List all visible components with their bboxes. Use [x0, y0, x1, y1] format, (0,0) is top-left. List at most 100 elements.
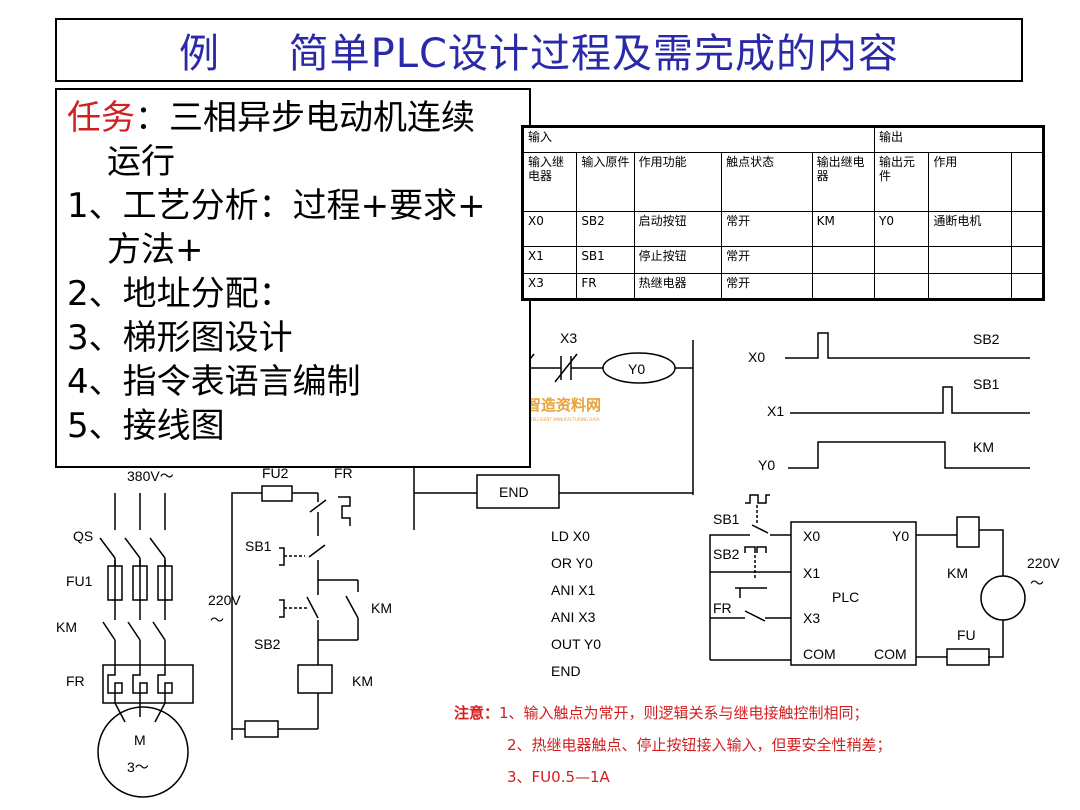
watermark-text: 智造资料网	[526, 396, 601, 414]
motor-label: M	[134, 732, 146, 748]
io-assignment-table: 输入 输出 输入继电器 输入原件 作用功能 触点状态 输出继电器 输出元件 作用…	[521, 125, 1045, 301]
instruction-line: ANI X3	[551, 609, 596, 625]
control-km-coil-label: KM	[352, 673, 373, 689]
note-2: 2、热继电器触点、停止按钮接入输入，但要安全性稍差；	[507, 736, 892, 754]
task-line: 任务：三相异步电动机连续	[67, 96, 519, 140]
end-box	[476, 474, 560, 509]
timing-km-label: KM	[973, 439, 994, 455]
table-cell: FR	[576, 272, 635, 301]
ladder-coil-label: Y0	[628, 361, 645, 377]
table-cell	[811, 272, 876, 301]
table-cell	[811, 246, 876, 274]
column-header: 输出元件	[873, 152, 930, 213]
column-header: 作用功能	[633, 152, 723, 213]
timing-sb2-label: SB2	[973, 331, 1000, 347]
timing-diagram	[785, 332, 1030, 469]
motor-sub-label: 3～	[127, 759, 149, 775]
table-cell: 常开	[721, 272, 813, 301]
table-cell	[1010, 211, 1045, 248]
km-coil	[297, 664, 333, 694]
plc-x1-label: X1	[803, 565, 820, 581]
output-header: 输出	[874, 125, 1044, 154]
wiring-fr-label: FR	[713, 600, 732, 616]
page-title: 例 简单PLC设计过程及需完成的内容	[179, 31, 899, 77]
plc-wiring	[709, 494, 1026, 666]
wiring-220v-label: 220V	[1027, 555, 1060, 571]
control-sb1-label: SB1	[245, 538, 272, 554]
timing-x1-label: X1	[767, 403, 784, 419]
input-header: 输入	[522, 125, 875, 154]
plc-y0-label: Y0	[892, 528, 909, 544]
table-cell: KM	[811, 211, 876, 248]
column-header: 输入原件	[576, 152, 635, 213]
instruction-line: ANI X1	[551, 582, 596, 598]
table-cell: SB1	[576, 246, 635, 274]
table-cell: X1	[521, 246, 578, 274]
ladder-x3-label: X3	[560, 330, 577, 346]
column-header: 作用	[928, 152, 1012, 213]
step-3: 3、梯形图设计	[67, 318, 293, 358]
table-cell: 停止按钮	[633, 246, 723, 274]
column-header: 输入继电器	[521, 152, 578, 213]
step-1: 1、工艺分析：过程+要求+	[67, 186, 486, 226]
table-row: X0 SB2 启动按钮 常开 KM Y0 通断电机	[521, 211, 1045, 248]
table-cell: X3	[521, 272, 578, 301]
table-cell	[873, 272, 930, 301]
thermal-relay-fr	[102, 664, 194, 704]
control-220v-label: 220V	[208, 592, 241, 608]
plc-x0-label: X0	[803, 528, 820, 544]
note-label: 注意：	[454, 704, 500, 722]
task-text-cont: 运行	[107, 142, 175, 182]
plc-label: PLC	[832, 589, 859, 605]
table-cell: 常开	[721, 211, 813, 248]
wiring-tilde-label: ～	[1030, 575, 1044, 591]
timing-x0	[785, 332, 1030, 359]
table-row: X3 FR 热继电器 常开	[521, 272, 1045, 301]
title-box: 例 简单PLC设计过程及需完成的内容	[55, 18, 1023, 82]
note-1: 1、输入触点为常开，则逻辑关系与继电接触控制相同；	[499, 704, 869, 722]
instruction-line: OR Y0	[551, 555, 593, 571]
step-1-cont: 方法+	[107, 230, 204, 270]
table-cell	[1010, 272, 1045, 301]
wiring-km-label: KM	[947, 565, 968, 581]
wiring-fu-label: FU	[957, 627, 976, 643]
wiring-sb1-label: SB1	[713, 511, 740, 527]
table-cell: 常开	[721, 246, 813, 274]
table-cell: X0	[521, 211, 578, 248]
table-cell: Y0	[873, 211, 930, 248]
instruction-line: LD X0	[551, 528, 590, 544]
wiring-sb2-label: SB2	[713, 546, 740, 562]
step-2: 2、地址分配：	[67, 274, 293, 314]
task-label: 任务	[67, 98, 135, 138]
control-fr-label: FR	[334, 465, 353, 481]
task-text: 三相异步电动机连续	[169, 98, 475, 138]
table-cell: 热继电器	[633, 272, 723, 301]
control-sb2-label: SB2	[254, 636, 281, 652]
main-km-label: KM	[56, 619, 77, 635]
table-cell: 启动按钮	[633, 211, 723, 248]
ladder-end-label: END	[499, 484, 529, 500]
timing-y0-label: Y0	[758, 457, 775, 473]
plc-com1-label: COM	[803, 646, 836, 662]
timing-sb1-label: SB1	[973, 376, 1000, 392]
qs-label: QS	[73, 528, 93, 544]
timing-y0	[788, 441, 1030, 469]
column-header-empty	[1010, 152, 1045, 213]
table-cell	[928, 246, 1012, 274]
main-fr-label: FR	[66, 673, 85, 689]
main-circuit	[97, 493, 194, 798]
column-header-row: 输入继电器 输入原件 作用功能 触点状态 输出继电器 输出元件 作用	[521, 152, 1045, 213]
column-header: 输出继电器	[811, 152, 876, 213]
note-3: 3、FU0.5—1A	[507, 768, 610, 786]
km-relay-coil	[956, 516, 980, 548]
column-header: 触点状态	[721, 152, 813, 213]
control-tilde-label: ～	[210, 612, 224, 628]
plc-x3-label: X3	[803, 610, 820, 626]
table-cell	[873, 246, 930, 274]
plc-box	[790, 521, 917, 666]
task-box: 任务：三相异步电动机连续 运行 1、工艺分析：过程+要求+ 方法+ 2、地址分配…	[55, 88, 531, 468]
instruction-line: OUT Y0	[551, 636, 601, 652]
table-cell	[1010, 246, 1045, 274]
timing-x0-label: X0	[748, 349, 765, 365]
note-line-1: 注意：1、输入触点为常开，则逻辑关系与继电接触控制相同；	[454, 702, 869, 723]
